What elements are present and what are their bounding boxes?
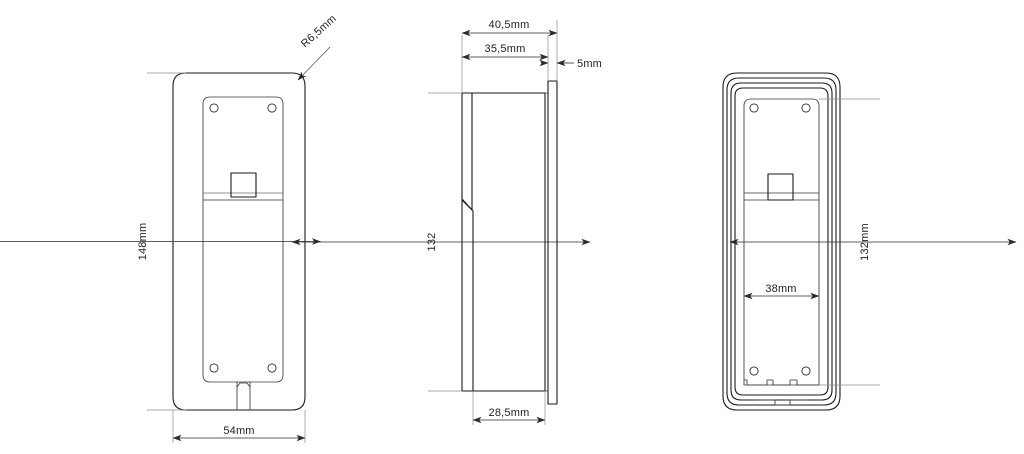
- front-dim-radius-text: R6,5mm: [299, 13, 339, 51]
- side-dim-body-text: 35,5mm: [485, 43, 526, 55]
- rear-view: 132mm 38mm: [722, 72, 1017, 411]
- front-panel-bottom: [202, 199, 284, 383]
- side-front-plate: [547, 80, 558, 405]
- front-screw-hole-top-left: [209, 103, 219, 113]
- side-step-edge: [461, 92, 474, 392]
- side-dim-height-text: 132: [426, 233, 438, 252]
- side-body-profile: [461, 92, 546, 392]
- side-dim-flange-text: 5mm: [577, 58, 602, 70]
- side-dim-overall-text: 40,5mm: [489, 19, 530, 31]
- rear-screw-hole-bottom-left: [749, 366, 759, 376]
- front-panel-top: [202, 96, 284, 201]
- rear-center-square: [767, 173, 794, 201]
- rear-shell-inner2: [734, 87, 829, 396]
- rear-shell-inner: [730, 82, 833, 401]
- front-slot-notch: [236, 381, 251, 388]
- side-view: 40,5mm 35,5mm 5mm 132 28,5mm: [291, 19, 602, 425]
- front-dim-height-text: 148mm: [137, 223, 149, 261]
- front-dim-width-text: 54mm: [223, 425, 254, 437]
- rear-dim-height-text: 132mm: [859, 223, 871, 261]
- front-center-square: [230, 172, 257, 198]
- front-screw-hole-bottom-left: [209, 363, 219, 373]
- rear-screw-hole-top-left: [749, 103, 759, 113]
- rear-bottom-notches: [743, 379, 820, 386]
- rear-shell-middle: [726, 77, 837, 406]
- front-screw-hole-bottom-right: [267, 363, 277, 373]
- rear-shell-outer: [722, 72, 841, 411]
- side-dim-base-text: 28,5mm: [489, 407, 530, 419]
- rear-dim-width-text: 38mm: [765, 283, 796, 295]
- front-screw-hole-top-right: [267, 103, 277, 113]
- rear-bottom-tab: [757, 399, 807, 406]
- front-radius-leader: [297, 46, 331, 81]
- front-view: 148mm 54mm R6,5mm: [0, 13, 339, 443]
- rear-screw-hole-bottom-right: [801, 366, 811, 376]
- rear-screw-hole-top-right: [801, 103, 811, 113]
